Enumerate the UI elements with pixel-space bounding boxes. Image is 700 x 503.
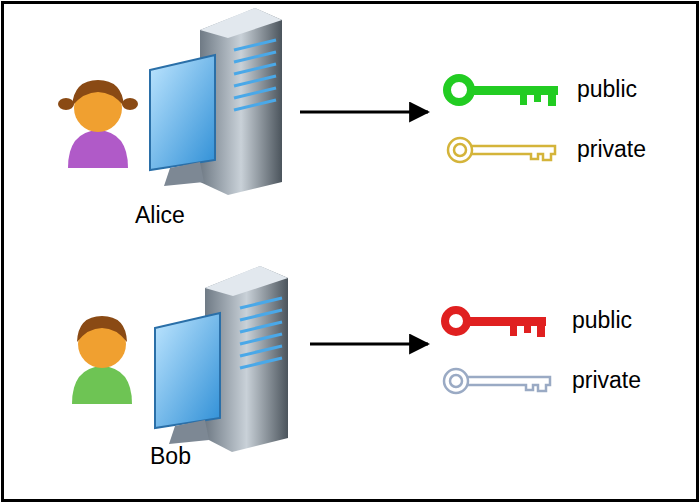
key-label: public (572, 308, 632, 333)
alice-figure (58, 80, 138, 168)
arrow (300, 111, 428, 114)
key-label: public (577, 77, 637, 102)
bob-figure (72, 316, 132, 404)
public-key-red (445, 310, 546, 337)
frame (3, 3, 698, 501)
arrow (310, 343, 428, 346)
key-label: private (577, 137, 646, 162)
private-key-blue (444, 369, 550, 393)
key-label: private (572, 368, 641, 393)
public-key-green (447, 78, 558, 106)
server-owner-name: Alice (135, 203, 185, 228)
bob-server (155, 266, 288, 452)
server-owner-name: Bob (150, 444, 191, 469)
alice-server (150, 8, 282, 195)
private-key-yellow (448, 138, 555, 162)
